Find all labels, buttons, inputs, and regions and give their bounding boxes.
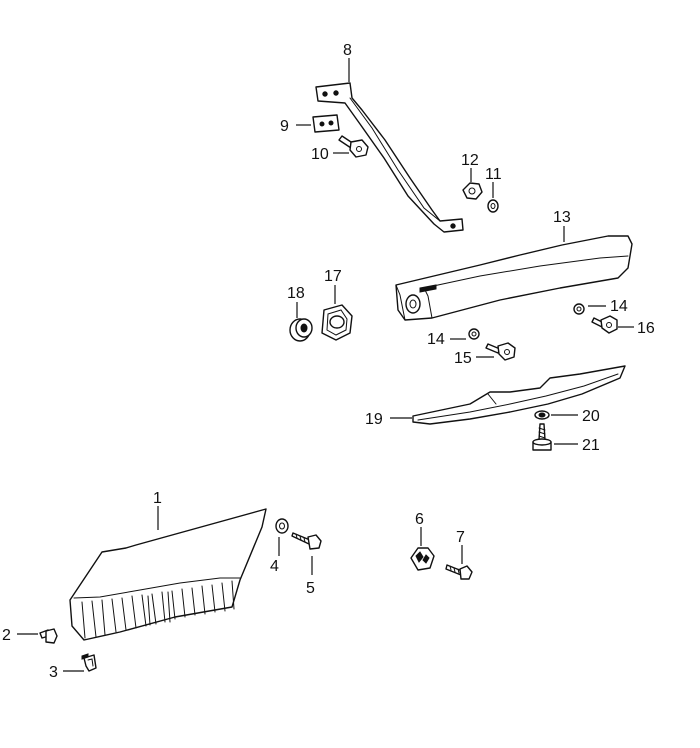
callout-5: 5 <box>306 580 315 597</box>
part-3-clip <box>81 653 97 672</box>
part-14-washer-upper <box>573 303 585 315</box>
callout-2: 2 <box>2 627 11 644</box>
callout-4: 4 <box>270 558 279 575</box>
callout-21: 21 <box>582 437 600 454</box>
callout-12: 12 <box>461 152 479 169</box>
part-13-bumper-bar <box>395 235 633 321</box>
callout-19: 19 <box>365 411 383 428</box>
part-9-plate <box>312 114 340 133</box>
part-4-washer <box>275 518 289 534</box>
part-14-washer-lower <box>468 328 480 340</box>
callout-16: 16 <box>637 320 655 337</box>
callout-6: 6 <box>415 511 424 528</box>
callout-1: 1 <box>153 490 162 507</box>
callout-14-lower: 14 <box>427 331 445 348</box>
part-11-washer <box>487 199 499 213</box>
part-19-guard-strip <box>412 365 626 425</box>
part-5-screw <box>291 532 322 550</box>
callout-15: 15 <box>454 350 472 367</box>
part-17-rubber-mount <box>321 304 353 341</box>
callout-13: 13 <box>553 209 571 226</box>
callout-18: 18 <box>287 285 305 302</box>
callout-7: 7 <box>456 529 465 546</box>
part-6-rubber-pad <box>410 547 435 571</box>
callout-17: 17 <box>324 268 342 285</box>
callout-20: 20 <box>582 408 600 425</box>
callout-3: 3 <box>49 664 58 681</box>
part-20-clip-washer <box>534 410 550 420</box>
part-12-nut <box>462 182 483 200</box>
part-7-screw <box>445 564 473 580</box>
part-15-bolt <box>485 342 516 361</box>
part-18-grommet <box>289 318 313 342</box>
callout-10: 10 <box>311 146 329 163</box>
part-1-side-panel <box>69 508 267 641</box>
callout-11: 11 <box>485 166 502 183</box>
callout-9: 9 <box>280 118 289 135</box>
part-2-bolt <box>39 628 58 644</box>
callout-8: 8 <box>343 42 352 59</box>
part-10-bolt <box>338 135 369 158</box>
part-16-bolt <box>591 315 618 334</box>
callout-14-upper: 14 <box>610 298 628 315</box>
part-8-bracket <box>315 82 464 233</box>
part-21-screw-stud <box>532 423 552 451</box>
